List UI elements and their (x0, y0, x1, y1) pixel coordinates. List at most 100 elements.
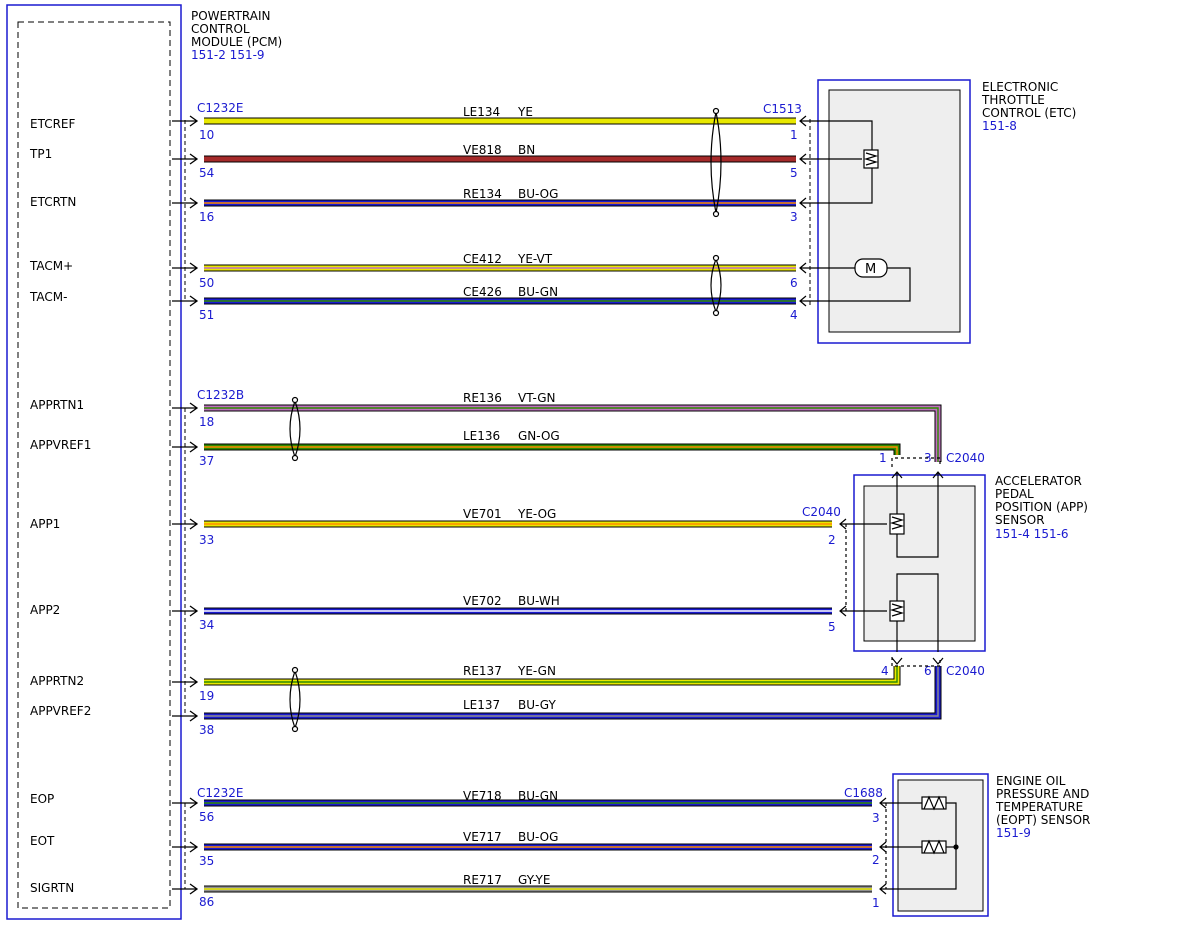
app-module-box (853, 474, 986, 652)
wire-color-label: BU-GY (518, 698, 556, 712)
wire-color-label: BU-WH (518, 594, 560, 608)
etc-title-3: CONTROL (ETC) (982, 106, 1076, 120)
pcm-pin-label: TACM+ (29, 259, 73, 273)
wire-circuit-label: RE137 (463, 664, 502, 678)
pcm-pin-number: 33 (199, 533, 214, 547)
etc-pin-number: 3 (790, 210, 798, 224)
connector-c1688: C1688 (844, 786, 883, 800)
etc-pin-number: 1 (790, 128, 798, 142)
eopt-pin-number: 2 (872, 853, 880, 867)
eopt-internals (879, 795, 959, 895)
app-pin-number: 1 (879, 451, 887, 465)
pin-arrow (172, 710, 199, 722)
pcm-pin-label: APP1 (30, 517, 60, 531)
eopt-refs: 151-9 (996, 826, 1031, 840)
wire-circuit-label: RE134 (463, 187, 502, 201)
etc-pin-number: 4 (790, 308, 798, 322)
eopt-title-3: TEMPERATURE (995, 800, 1083, 814)
wire-re136 (204, 404, 942, 462)
pin-arrow (879, 797, 892, 809)
wire-color-label: BU-OG (518, 830, 558, 844)
connector-c2040-mid: C2040 (802, 505, 841, 519)
pin-arrow (172, 295, 199, 307)
pcm-pin-label: APPVREF1 (30, 438, 91, 452)
eopt-title-2: PRESSURE AND (996, 787, 1089, 801)
pcm-pin-number: 18 (199, 415, 214, 429)
etc-title-2: THROTTLE (981, 93, 1045, 107)
pin-arrow (799, 262, 812, 274)
pcm-pin-number: 16 (199, 210, 214, 224)
pcm-module-box (6, 4, 182, 920)
pcm-pin-number: 50 (199, 276, 214, 290)
wire-color-label: YE (517, 105, 533, 119)
connector-c1232e-top: C1232E (197, 101, 244, 115)
pcm-title-1: POWERTRAIN (191, 9, 271, 23)
wire-circuit-label: CE412 (463, 252, 502, 266)
app-pin-number: 6 (924, 664, 932, 678)
app-pin-number: 4 (881, 664, 889, 678)
wire-circuit-label: CE426 (463, 285, 502, 299)
pcm-pin-number: 56 (199, 810, 214, 824)
wire-le136 (204, 443, 901, 455)
wire-circuit-label: RE136 (463, 391, 502, 405)
app-title-4: SENSOR (995, 513, 1045, 527)
app-refs: 151-4 151-6 (995, 527, 1069, 541)
pin-arrow (172, 441, 199, 453)
pcm-pin-number: 51 (199, 308, 214, 322)
pin-arrow (172, 883, 199, 895)
pcm-pin-label: TACM- (29, 290, 67, 304)
wire-circuit-label: VE718 (463, 789, 502, 803)
temperature-sensor-icon (921, 840, 947, 854)
etc-inner-box (828, 89, 961, 333)
etc-pin-number: 5 (790, 166, 798, 180)
pin-arrow (172, 115, 199, 127)
pcm-pin-label: ETCREF (30, 117, 76, 131)
pcm-pin-label: APPRTN1 (30, 398, 84, 412)
connector-c2040-bottom: C2040 (946, 664, 985, 678)
pcm-title-3: MODULE (PCM) (191, 35, 282, 49)
wire-le137 (204, 666, 942, 720)
pin-arrow (891, 640, 903, 665)
app-title-2: PEDAL (995, 487, 1034, 501)
wire-circuit-label: VE701 (463, 507, 502, 521)
app-title-1: ACCELERATOR (995, 474, 1082, 488)
pcm-pin-label: APPRTN2 (30, 674, 84, 688)
pin-arrow (839, 605, 852, 617)
pcm-pin-label: APP2 (30, 603, 60, 617)
pin-arrow (172, 153, 199, 165)
wire-color-label: BU-GN (518, 789, 558, 803)
etc-module-box (817, 79, 971, 344)
etc-internals (799, 115, 911, 307)
pin-arrow (799, 115, 812, 127)
pin-arrow (932, 640, 944, 665)
etc-pin-number: 6 (790, 276, 798, 290)
wire-color-label: GY-YE (518, 873, 550, 887)
pcm-pin-number: 38 (199, 723, 214, 737)
motor-symbol: M (865, 262, 876, 277)
etc-refs: 151-8 (982, 119, 1017, 133)
wire-circuit-label: LE136 (463, 429, 500, 443)
pin-arrow (172, 676, 199, 688)
pin-arrow (932, 471, 944, 485)
pin-arrow (172, 797, 199, 809)
pin-arrow (172, 605, 199, 617)
connector-c1232b: C1232B (197, 388, 244, 402)
pcm-pin-label: EOT (30, 834, 55, 848)
connector-c2040-top: C2040 (946, 451, 985, 465)
pin-arrow (839, 518, 852, 530)
wire-circuit-label: VE717 (463, 830, 502, 844)
wire-circuit-label: VE818 (463, 143, 502, 157)
connector-c1232e-bottom: C1232E (197, 786, 244, 800)
pcm-pin-number: 19 (199, 689, 214, 703)
eopt-title-1: ENGINE OIL (996, 774, 1066, 788)
connector-c1513: C1513 (763, 102, 802, 116)
pcm-pin-number: 10 (199, 128, 214, 142)
etc-title-1: ELECTRONIC (982, 80, 1058, 94)
wire-color-label: BN (518, 143, 535, 157)
pcm-pin-label: ETCRTN (30, 195, 76, 209)
pin-arrow (172, 402, 199, 414)
pcm-pin-labels: ETCREF TP1 ETCRTN TACM+ TACM- APPRTN1 AP… (29, 117, 91, 895)
pin-arrow (172, 841, 199, 853)
app-title-3: POSITION (APP) (995, 500, 1088, 514)
pressure-sensor-icon (921, 796, 947, 810)
